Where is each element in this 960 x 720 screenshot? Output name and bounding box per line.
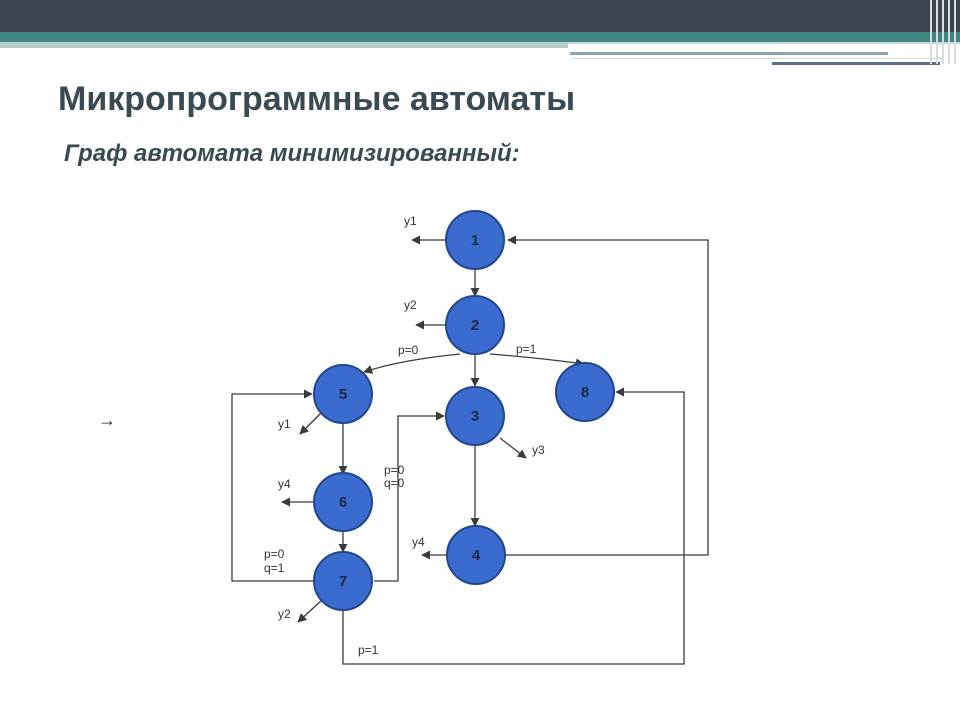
state-node-5: 5 xyxy=(313,364,373,424)
header-light-strip xyxy=(0,42,570,48)
output-arrow-5 xyxy=(299,411,323,435)
output-label-3: y3 xyxy=(532,443,545,457)
edge-label-7-5-q: q=1 xyxy=(264,561,285,575)
slide-subtitle: Граф автомата минимизированный: xyxy=(64,140,520,167)
edge-7-5 xyxy=(231,389,314,582)
edge-label-2-8: p=1 xyxy=(516,342,537,356)
edge-label-7-8: p=1 xyxy=(358,643,379,657)
svg-text:5: 5 xyxy=(339,386,347,403)
edge-label-7-3-q: q=0 xyxy=(384,476,405,490)
edge-4-1 xyxy=(506,235,709,556)
header-corner-stripes xyxy=(926,0,960,64)
header-right-thin-line xyxy=(572,58,942,59)
edge-2-8 xyxy=(489,353,585,368)
edge-label-7-3-p: p=0 xyxy=(384,463,405,477)
state-node-3: 3 xyxy=(445,386,505,446)
right-arrow-icon: → xyxy=(98,410,116,430)
output-label-7: y2 xyxy=(278,607,291,621)
state-node-4: 4 xyxy=(446,525,506,585)
svg-text:2: 2 xyxy=(471,317,479,334)
state-node-1: 1 xyxy=(445,210,505,270)
edge-2-5 xyxy=(363,353,461,374)
output-label-4: y4 xyxy=(412,535,425,549)
output-label-5: y1 xyxy=(278,417,291,431)
header-teal-band xyxy=(0,32,960,42)
output-label-1: y1 xyxy=(404,214,417,228)
header-right-accent-line xyxy=(772,62,940,65)
slide-title: Микропрограммные автоматы xyxy=(58,80,576,118)
state-node-8: 8 xyxy=(555,362,615,422)
output-label-6: y4 xyxy=(278,477,291,491)
edge-label-2-5: p=0 xyxy=(398,343,419,357)
svg-text:7: 7 xyxy=(339,573,347,590)
svg-text:6: 6 xyxy=(339,494,347,511)
output-label-2: y2 xyxy=(404,298,417,312)
output-arrow-3 xyxy=(499,437,527,459)
svg-text:4: 4 xyxy=(472,547,481,564)
header-dark-band xyxy=(0,0,960,32)
edge-7-8 xyxy=(342,387,685,665)
header-right-line xyxy=(570,52,888,55)
state-node-6: 6 xyxy=(313,472,373,532)
state-node-7: 7 xyxy=(313,551,373,611)
output-arrow-7 xyxy=(297,599,323,623)
graph-edges xyxy=(231,235,709,665)
edge-7-3 xyxy=(374,411,445,582)
svg-text:1: 1 xyxy=(471,232,479,249)
edge-label-7-5-p: p=0 xyxy=(264,547,285,561)
svg-text:3: 3 xyxy=(471,408,479,425)
state-node-2: 2 xyxy=(445,295,505,355)
svg-text:8: 8 xyxy=(581,384,589,401)
output-arrows xyxy=(281,235,527,623)
